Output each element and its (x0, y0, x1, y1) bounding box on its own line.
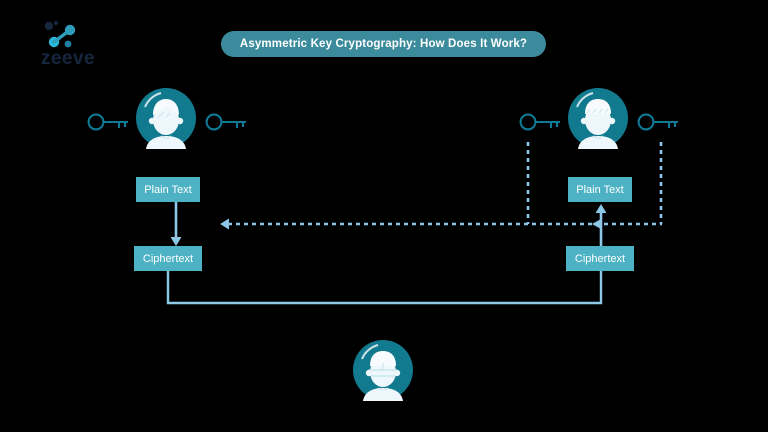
public-key-icon (87, 113, 128, 131)
node-right-ciphertext: Ciphertext (566, 246, 634, 271)
connector-key-exchange-horizontal (220, 218, 662, 230)
connector-transmission-path (166, 271, 603, 305)
connector-left-plain-to-cipher (170, 202, 182, 246)
person-avatar-icon (568, 88, 628, 149)
private-key-icon (637, 113, 678, 131)
node-left-plain-text: Plain Text (136, 177, 200, 202)
page-title-banner: Asymmetric Key Cryptography: How Does It… (221, 31, 546, 57)
node-label: Ciphertext (574, 252, 626, 265)
node-graph-icon (44, 20, 76, 48)
person-avatar-icon (136, 88, 196, 149)
brand-wordmark: zeeve (40, 48, 96, 69)
public-key-icon (519, 113, 560, 131)
node-label: Plain Text (576, 183, 624, 196)
node-left-ciphertext: Ciphertext (134, 246, 202, 271)
node-label: Plain Text (144, 183, 192, 196)
brand-logo: zeeve (26, 20, 110, 72)
node-right-plain-text: Plain Text (568, 177, 632, 202)
page-title: Asymmetric Key Cryptography: How Does It… (239, 38, 528, 50)
node-label: Ciphertext (142, 252, 194, 265)
private-key-icon (205, 113, 246, 131)
masked-person-avatar-icon (353, 340, 413, 401)
connector-junction-arrow (592, 219, 601, 229)
